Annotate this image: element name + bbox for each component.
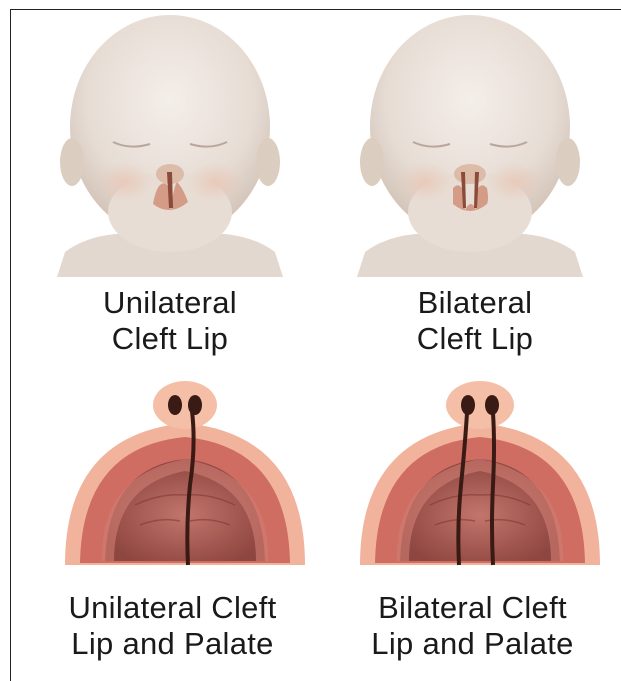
caption-line-2: Cleft Lip [40,321,300,357]
caption-line-1: Unilateral Cleft [30,590,315,626]
baby-face-unilateral-illustration [45,12,295,282]
caption-line-1: Unilateral [40,285,300,321]
baby-face-bilateral-illustration [345,12,595,282]
caption-line-1: Bilateral [345,285,605,321]
caption-line-2: Cleft Lip [345,321,605,357]
caption-unilateral-cleft-lip-palate: Unilateral Cleft Lip and Palate [30,590,315,662]
palate-bilateral-illustration [355,375,605,575]
caption-line-1: Bilateral Cleft [335,590,610,626]
palate-unilateral-illustration [60,375,310,575]
caption-line-2: Lip and Palate [335,626,610,662]
caption-bilateral-cleft-lip-palate: Bilateral Cleft Lip and Palate [335,590,610,662]
frame-border-left [10,9,11,681]
caption-line-2: Lip and Palate [30,626,315,662]
frame-border-top [10,9,621,10]
caption-bilateral-cleft-lip: Bilateral Cleft Lip [345,285,605,357]
caption-unilateral-cleft-lip: Unilateral Cleft Lip [40,285,300,357]
